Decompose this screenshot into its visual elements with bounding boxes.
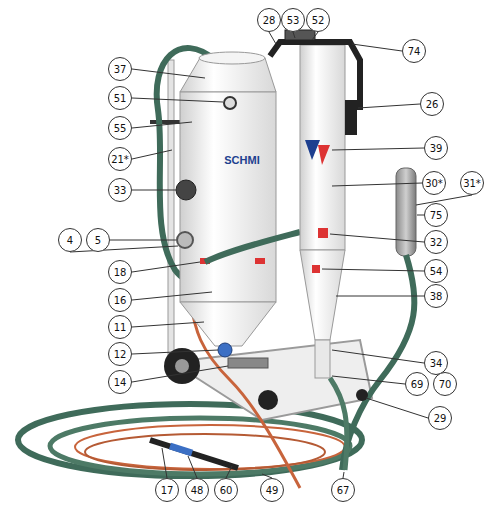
callout-number: 33 bbox=[108, 178, 132, 202]
callout-number: 26 bbox=[420, 92, 444, 116]
callout-number: 70 bbox=[433, 372, 457, 396]
callout-number: 16 bbox=[108, 288, 132, 312]
callout-number: 28 bbox=[257, 8, 281, 32]
callout-number: 31* bbox=[460, 171, 484, 195]
callout-number: 74 bbox=[402, 39, 426, 63]
callout-number: 4 bbox=[58, 228, 82, 252]
callout-number: 37 bbox=[108, 57, 132, 81]
callout-number: 29 bbox=[428, 406, 452, 430]
callout-number: 39 bbox=[424, 136, 448, 160]
callout-number: 69 bbox=[405, 372, 429, 396]
callout-number: 38 bbox=[424, 284, 448, 308]
callout-number: 18 bbox=[108, 260, 132, 284]
callout-number: 32 bbox=[424, 230, 448, 254]
callout-number: 17 bbox=[155, 478, 179, 502]
callout-number: 54 bbox=[424, 259, 448, 283]
callout-number: 55 bbox=[108, 116, 132, 140]
callout-number: 5 bbox=[86, 228, 110, 252]
callout-number: 51 bbox=[108, 86, 132, 110]
callout-number: 75 bbox=[424, 203, 448, 227]
callout-number: 53 bbox=[281, 8, 305, 32]
brand-text: SCHMI bbox=[224, 154, 259, 166]
callout-number: 49 bbox=[260, 478, 284, 502]
callout-number: 60 bbox=[214, 478, 238, 502]
callout-number: 30* bbox=[422, 171, 446, 195]
callout-number: 21* bbox=[108, 147, 132, 171]
callout-number: 52 bbox=[306, 8, 330, 32]
callout-number: 67 bbox=[331, 478, 355, 502]
callout-number: 12 bbox=[108, 342, 132, 366]
callout-number: 48 bbox=[185, 478, 209, 502]
callout-number: 14 bbox=[108, 370, 132, 394]
callout-number: 11 bbox=[108, 315, 132, 339]
